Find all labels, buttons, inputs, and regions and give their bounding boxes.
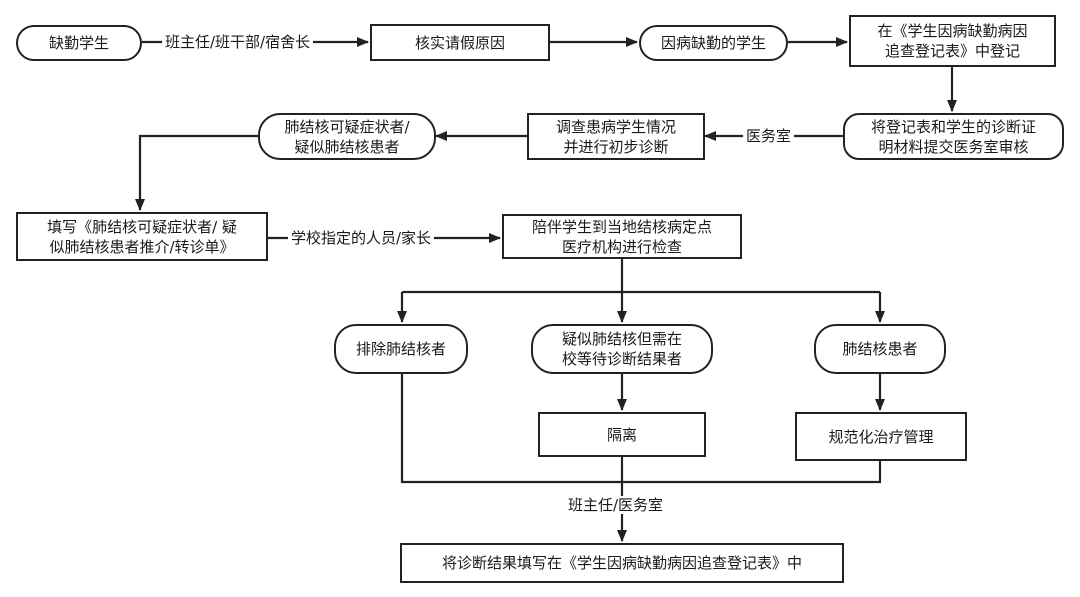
edge-label-school-staff: 学校指定的人员/家长 [288,229,435,247]
node-excluded: 排除肺结核者 [334,324,468,374]
node-suspected: 肺结核可疑症状者/ 疑似肺结核患者 [258,113,436,160]
node-verify-reason: 核实请假原因 [370,24,550,61]
node-register-form: 在《学生因病缺勤病因 追查登记表》中登记 [849,15,1056,67]
node-final-record: 将诊断结果填写在《学生因病缺勤病因追查登记表》中 [400,543,844,583]
node-absent-student: 缺勤学生 [16,25,142,61]
node-patient: 肺结核患者 [814,324,946,374]
node-investigate: 调查患病学生情况 并进行初步诊断 [527,113,705,160]
node-treatment: 规范化治疗管理 [795,412,967,461]
node-awaiting: 疑似肺结核但需在 校等待诊断结果者 [531,324,713,374]
edge-suspected-to-referral [135,134,258,211]
node-isolation: 隔离 [538,412,706,457]
node-sick-absent: 因病缺勤的学生 [639,25,788,61]
node-submit-docs: 将登记表和学生的诊断证 明材料提交医务室审核 [843,113,1064,160]
node-fill-referral: 填写《肺结核可疑症状者/ 疑 似肺结核患者推介/转诊单》 [16,212,268,261]
node-accompany: 陪伴学生到当地结核病定点 医疗机构进行检查 [502,214,742,259]
edge-label-clinic: 医务室 [743,127,795,145]
edge-label-teacher-cadre: 班主任/班干部/宿舍长 [162,33,314,51]
edge-label-teacher-clinic: 班主任/医务室 [565,496,667,514]
edge-excluded-merge [400,374,882,484]
